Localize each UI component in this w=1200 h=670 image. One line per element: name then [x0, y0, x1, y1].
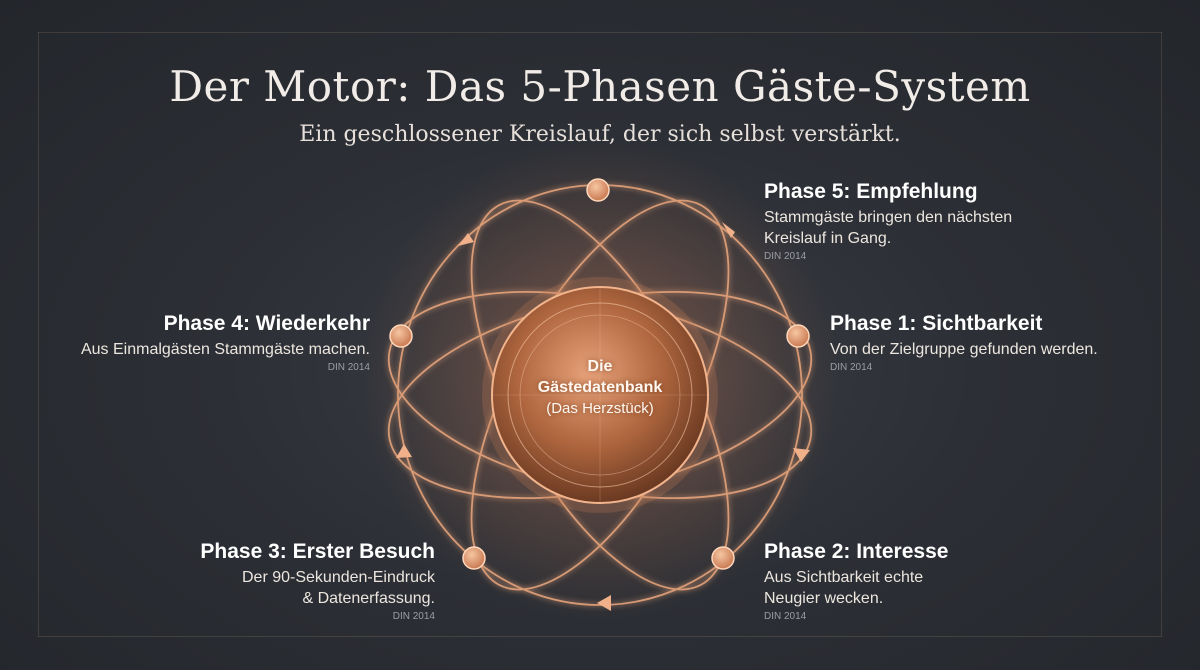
flow-arrows [396, 222, 810, 611]
phase-3-block: Phase 3: Erster Besuch Der 90-Sekunden-E… [200, 540, 435, 622]
phase-2-note: DIN 2014 [764, 611, 807, 622]
phase-1-title: Phase 1: Sichtbarkeit [830, 312, 1043, 335]
phase-4-desc-line-1: Aus Einmalgästen Stammgäste machen. [80, 341, 370, 358]
frame-top-line [38, 32, 1162, 33]
phase-4-block: Phase 4: Wiederkehr Aus Einmalgästen Sta… [81, 312, 370, 373]
phase-1-note: DIN 2014 [830, 362, 873, 373]
page-title: Der Motor: Das 5-Phasen Gäste-System [169, 62, 1031, 111]
phase-5-note: DIN 2014 [764, 251, 807, 262]
node-phase-4 [389, 324, 413, 348]
frame-right-line [1161, 32, 1162, 637]
phase-2-desc-line-2: Neugier wecken. [764, 590, 884, 607]
central-hub [482, 277, 718, 513]
arrow-icon [722, 222, 735, 238]
hub-line-1: Die [587, 358, 613, 375]
phase-3-note: DIN 2014 [392, 611, 435, 622]
phase-3-title: Phase 3: Erster Besuch [200, 540, 435, 563]
phase-5-title: Phase 5: Empfehlung [764, 180, 978, 203]
phase-2-desc-line-1: Aus Sichtbarkeit echte [764, 569, 924, 586]
node-phase-2 [711, 546, 735, 570]
arrow-icon [793, 448, 810, 462]
phase-5-desc-line-1: Stammgäste bringen den nächsten [764, 209, 1013, 226]
phase-2-block: Phase 2: Interesse Aus Sichtbarkeit echt… [764, 540, 948, 622]
hub-label: Die Gästedatenbank (Das Herzstück) [500, 356, 700, 419]
arrow-icon [597, 595, 611, 611]
arrow-icon [396, 444, 412, 458]
frame-bottom-line [38, 636, 1162, 637]
phase-5-block: Phase 5: Empfehlung Stammgäste bringen d… [764, 180, 1012, 262]
phase-4-note: DIN 2014 [327, 362, 370, 373]
phase-3-desc-line-1: Der 90-Sekunden-Eindruck [242, 569, 435, 586]
phase-nodes [389, 178, 810, 570]
phase-1-block: Phase 1: Sichtbarkeit Von der Zielgruppe… [830, 312, 1098, 373]
phase-4-title: Phase 4: Wiederkehr [163, 312, 370, 335]
node-phase-5 [586, 178, 610, 202]
phase-5-desc-line-2: Kreislauf in Gang. [764, 230, 892, 247]
phase-1-desc-line-1: Von der Zielgruppe gefunden werden. [830, 341, 1098, 358]
node-phase-3 [462, 546, 486, 570]
arrow-icon [458, 233, 474, 246]
frame-left-line [38, 32, 39, 637]
hub-line-2: Gästedatenbank [537, 379, 663, 396]
phase-3-desc-line-2: & Datenerfassung. [302, 590, 435, 607]
phase-2-title: Phase 2: Interesse [764, 540, 949, 563]
node-phase-1 [786, 324, 810, 348]
hub-line-3: (Das Herzstück) [546, 400, 654, 417]
